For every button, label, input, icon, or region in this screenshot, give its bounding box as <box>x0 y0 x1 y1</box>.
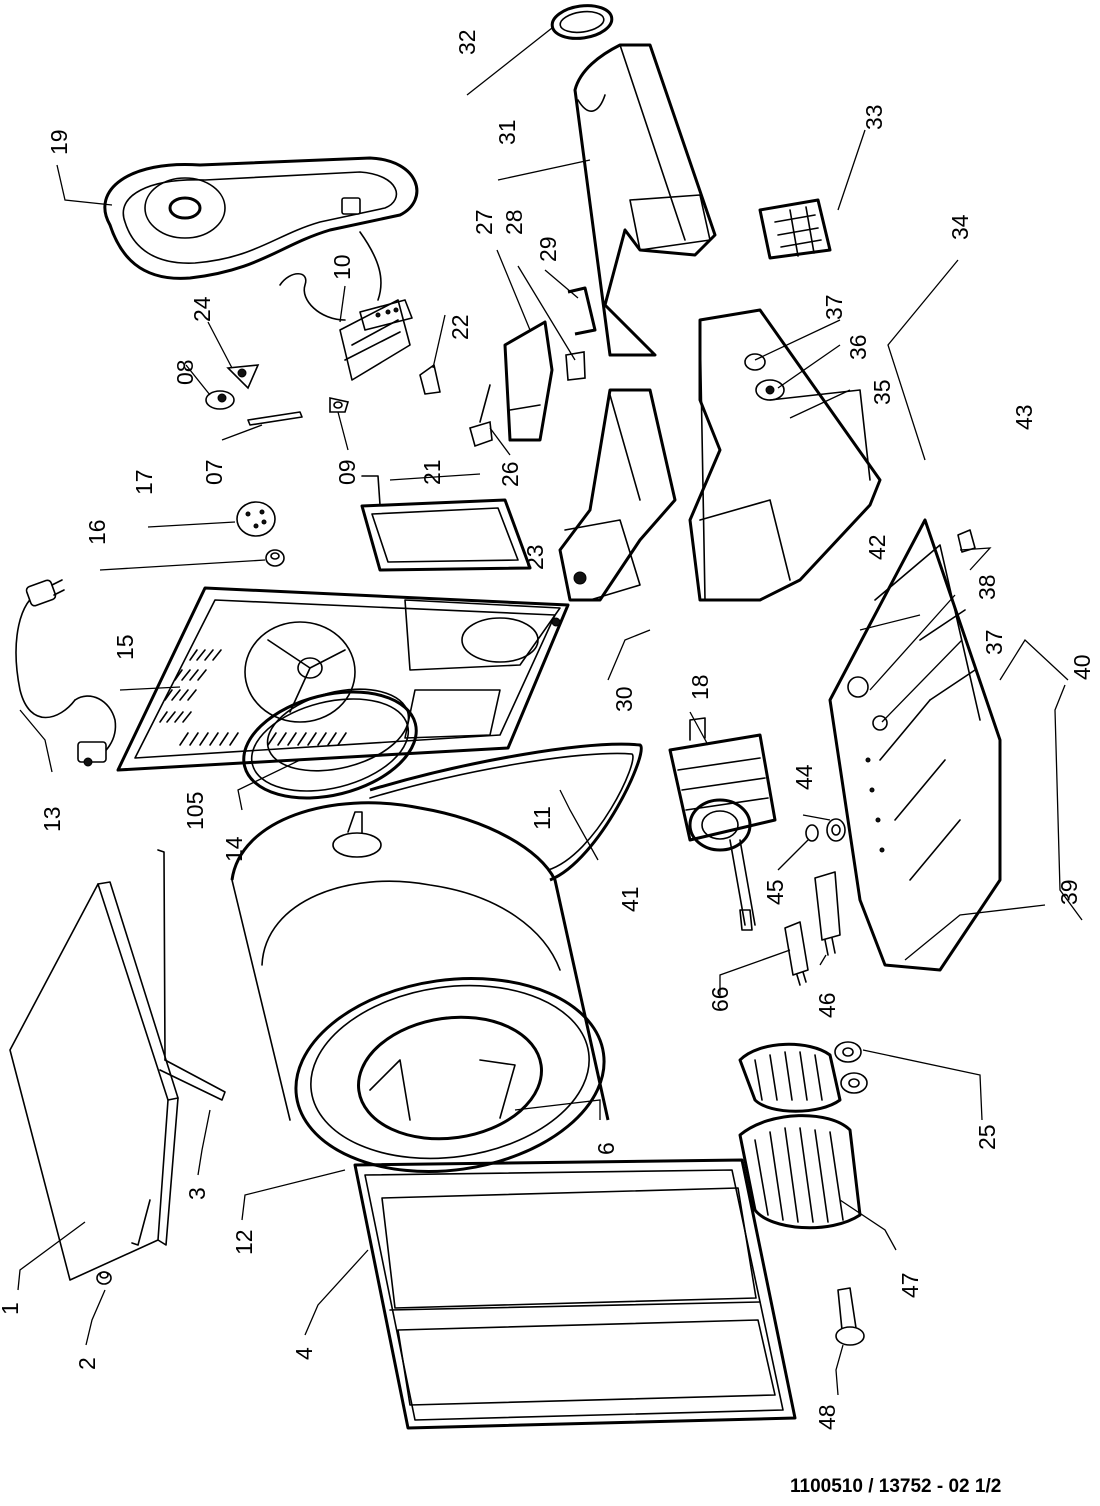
callout-42: 42 <box>864 534 890 560</box>
callout-08: 08 <box>172 359 198 385</box>
callout-15: 15 <box>112 634 138 660</box>
callout-34: 34 <box>947 214 973 240</box>
part-sleeve-45 <box>805 824 819 842</box>
part-upper-housing <box>573 43 717 357</box>
callout-11: 11 <box>529 806 555 830</box>
callout-4: 4 <box>291 1347 317 1360</box>
part-top-panel <box>9 881 179 1281</box>
callout-19: 19 <box>46 129 72 155</box>
part-bracket-22 <box>419 364 441 395</box>
part-lamp-08 <box>205 390 235 410</box>
part-plug <box>96 1271 112 1285</box>
part-blower-wheel <box>738 1042 862 1230</box>
part-dial-disc <box>236 501 276 537</box>
callout-43: 43 <box>1011 404 1037 430</box>
callout-66: 66 <box>707 986 733 1012</box>
callout-22: 22 <box>447 314 473 340</box>
callout-46: 46 <box>814 992 840 1018</box>
callout-45: 45 <box>762 879 788 905</box>
part-drum-shaft <box>332 811 382 858</box>
callout-07: 07 <box>201 459 227 485</box>
callout-17: 17 <box>131 469 157 495</box>
document-reference: 1100510 / 13752 - 02 1/2 <box>790 1476 1002 1497</box>
callout-41: 41 <box>617 886 643 912</box>
callout-105: 105 <box>182 792 208 830</box>
part-rear-frame <box>353 1158 797 1430</box>
callout-40: 40 <box>1069 654 1095 680</box>
part-strip-07 <box>247 411 303 426</box>
callout-29: 29 <box>535 236 561 262</box>
part-front-panel <box>116 586 570 772</box>
callout-36: 36 <box>845 334 871 360</box>
callout-1: 1 <box>0 1302 23 1315</box>
callout-6: 6 <box>593 1142 619 1155</box>
part-ring-gasket <box>550 4 614 40</box>
part-washers-25 <box>834 1041 868 1094</box>
part-belt-guard <box>103 156 419 280</box>
part-clip-09 <box>329 397 350 413</box>
callout-30: 30 <box>611 686 637 712</box>
part-support-wheel <box>244 621 356 723</box>
part-motor <box>668 717 777 931</box>
callout-21: 21 <box>419 459 445 485</box>
part-small-grille <box>758 198 832 260</box>
part-chute <box>551 388 677 627</box>
leader-lines <box>17 27 1083 1396</box>
callout-26: 26 <box>497 461 523 487</box>
part-drive-belt <box>369 742 643 882</box>
callout-37-lower: 37 <box>981 629 1007 655</box>
part-bracket-29 <box>567 286 597 336</box>
callout-3: 3 <box>184 1187 210 1200</box>
callout-13: 13 <box>39 806 65 832</box>
callout-47: 47 <box>897 1272 923 1298</box>
part-clip-28 <box>565 351 586 381</box>
part-capacitor-46 <box>814 871 841 956</box>
callout-37-upper: 37 <box>821 294 847 320</box>
callout-10: 10 <box>329 254 355 280</box>
part-knob <box>265 549 285 567</box>
callout-32: 32 <box>454 29 480 55</box>
callout-27: 27 <box>471 209 497 235</box>
part-filter-frame <box>360 475 532 572</box>
part-capacitor-66 <box>784 921 809 986</box>
callout-24: 24 <box>189 296 215 322</box>
callout-28: 28 <box>501 209 527 235</box>
callout-14: 14 <box>221 836 247 862</box>
callout-09: 09 <box>334 459 360 485</box>
part-base-plate <box>828 518 1002 972</box>
part-screw-43 <box>957 529 976 553</box>
callout-23: 23 <box>522 544 548 570</box>
callout-35: 35 <box>869 379 895 405</box>
callout-labels: 1 2 3 4 6 07 08 09 10 11 12 13 14 15 16 … <box>0 29 1095 1430</box>
callout-25: 25 <box>974 1124 1000 1150</box>
part-bolt-48 <box>835 1287 865 1346</box>
callout-16: 16 <box>84 519 110 545</box>
part-rail <box>131 849 226 1246</box>
callout-18: 18 <box>687 674 713 700</box>
part-duct-housing <box>688 308 882 602</box>
callout-33: 33 <box>861 104 887 130</box>
part-bushing-44 <box>826 818 846 842</box>
callout-2: 2 <box>74 1357 100 1370</box>
part-switch-26 <box>469 384 493 448</box>
part-power-cord <box>15 579 117 767</box>
callout-12: 12 <box>231 1229 257 1255</box>
callout-44: 44 <box>791 764 817 790</box>
part-terminal-block <box>279 231 413 381</box>
part-drum <box>230 801 610 1174</box>
callout-39: 39 <box>1056 879 1082 905</box>
callout-38: 38 <box>974 574 1000 600</box>
part-small-bracket-24 <box>226 364 260 390</box>
callout-31: 31 <box>494 119 520 145</box>
part-lever-27 <box>503 320 554 442</box>
callout-48: 48 <box>814 1404 840 1430</box>
